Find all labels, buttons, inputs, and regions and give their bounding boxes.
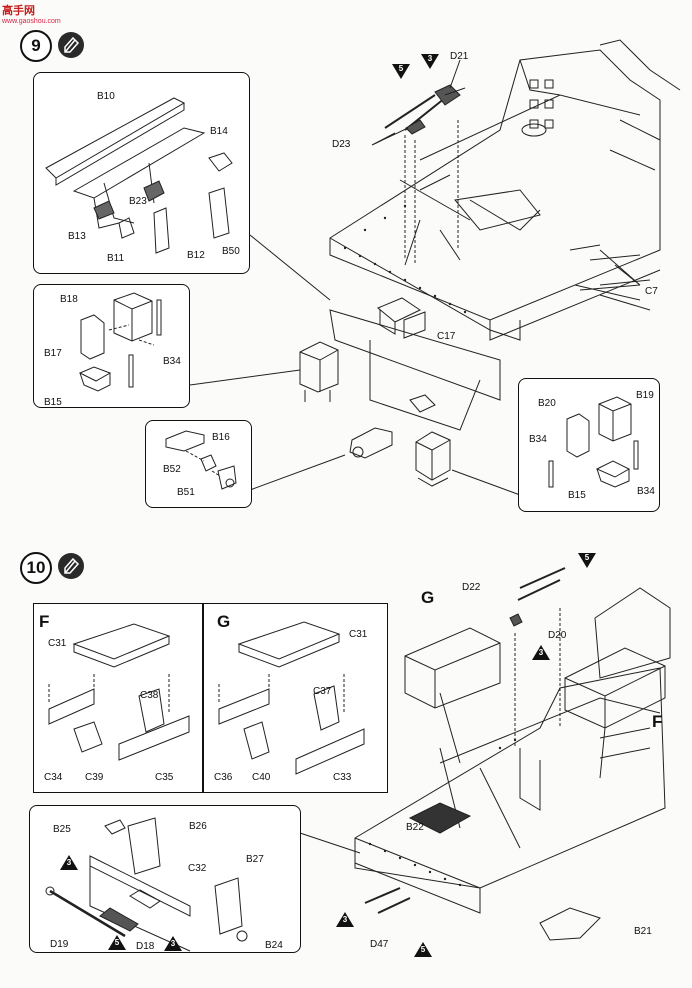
watermark-url: www.gaoshou.com: [2, 18, 61, 25]
label-c17: C17: [437, 331, 456, 342]
label-b25: B25: [53, 824, 71, 835]
label-c36: C36: [214, 772, 233, 783]
watermark-text: 高手网: [2, 5, 35, 17]
label-c31-g: C31: [349, 629, 368, 640]
tag-5-d47: 5: [414, 942, 432, 958]
label-b12: B12: [187, 250, 205, 261]
label-c34: C34: [44, 772, 63, 783]
glue-bottle-icon: [64, 557, 80, 574]
b18-parts-drawing: [78, 292, 162, 392]
b25-parts-drawing: [45, 817, 248, 952]
tag-3-step9: 3: [421, 54, 439, 70]
label-d19: D19: [50, 939, 69, 950]
label-b23: B23: [129, 196, 147, 207]
subassembly-panel-b16: [145, 420, 252, 508]
fg-parts-drawing: [48, 621, 365, 775]
label-g-box: G: [421, 588, 435, 607]
label-b10: B10: [97, 91, 115, 102]
label-b22: B22: [406, 822, 424, 833]
label-b34-right: B34: [529, 434, 547, 445]
tag-5-step10-top: 5: [578, 553, 596, 569]
label-b13: B13: [68, 231, 86, 242]
step-9-hull-drawing: [189, 39, 681, 496]
tag-5-step9: 5: [392, 64, 410, 80]
label-b16: B16: [212, 432, 230, 443]
label-b50: B50: [222, 246, 240, 257]
subassembly-panel-b10: [33, 72, 250, 274]
label-b51: B51: [177, 487, 195, 498]
label-d18: D18: [136, 941, 155, 952]
label-b19: B19: [636, 390, 654, 401]
subassembly-panel-b18: [33, 284, 190, 408]
glue-bottle-icon: [64, 36, 80, 53]
label-c38: C38: [140, 690, 159, 701]
b20-parts-drawing: [548, 396, 639, 488]
panel-f-title: F: [39, 612, 50, 631]
label-b11: B11: [107, 253, 125, 264]
label-c31-f: C31: [48, 638, 67, 649]
label-d20: D20: [548, 630, 567, 641]
label-c7: C7: [645, 286, 658, 297]
label-b24: B24: [265, 940, 283, 951]
tag-5-d18: 5: [108, 935, 126, 951]
label-d47: D47: [370, 939, 389, 950]
subassembly-panel-b20: [518, 378, 660, 512]
label-c40: C40: [252, 772, 271, 783]
tag-3-d47: 3: [336, 912, 354, 928]
b16-parts-drawing: [165, 430, 237, 490]
label-b26: B26: [189, 821, 207, 832]
label-c35: C35: [155, 772, 174, 783]
label-b21: B21: [634, 926, 652, 937]
label-c39: C39: [85, 772, 104, 783]
tag-3-d18: 3: [164, 936, 182, 952]
label-c37: C37: [313, 686, 332, 697]
tag-3-step10-top: 3: [532, 645, 550, 661]
label-b15-right: B15: [568, 490, 586, 501]
glue-icon-step10: [58, 553, 84, 579]
label-c32: C32: [188, 863, 207, 874]
subassembly-panel-b25: [29, 805, 301, 953]
label-b34: B34: [163, 356, 181, 367]
panel-g-title: G: [217, 612, 231, 631]
label-d21: D21: [450, 51, 469, 62]
step-10-number: 10: [20, 552, 52, 584]
label-b14: B14: [210, 126, 228, 137]
label-c33: C33: [333, 772, 352, 783]
label-b20: B20: [538, 398, 556, 409]
label-b17: B17: [44, 348, 62, 359]
label-b18: B18: [60, 294, 78, 305]
step-10-hull-drawing: [299, 567, 671, 941]
b10-parts-drawing: [45, 97, 233, 254]
label-b27: B27: [246, 854, 264, 865]
subassembly-panel-fg: [33, 603, 388, 793]
tag-3-d19: 3: [60, 855, 78, 871]
watermark-logo: 高手网 www.gaoshou.com: [2, 2, 61, 25]
label-b15: B15: [44, 397, 62, 408]
label-f-box: F: [652, 712, 663, 731]
label-d22: D22: [462, 582, 481, 593]
label-d23: D23: [332, 139, 351, 150]
panel-divider: [202, 604, 204, 792]
label-b34-right-2: B34: [637, 486, 655, 497]
glue-icon: [58, 32, 84, 58]
label-b52: B52: [163, 464, 181, 475]
step-9-number: 9: [20, 30, 52, 62]
